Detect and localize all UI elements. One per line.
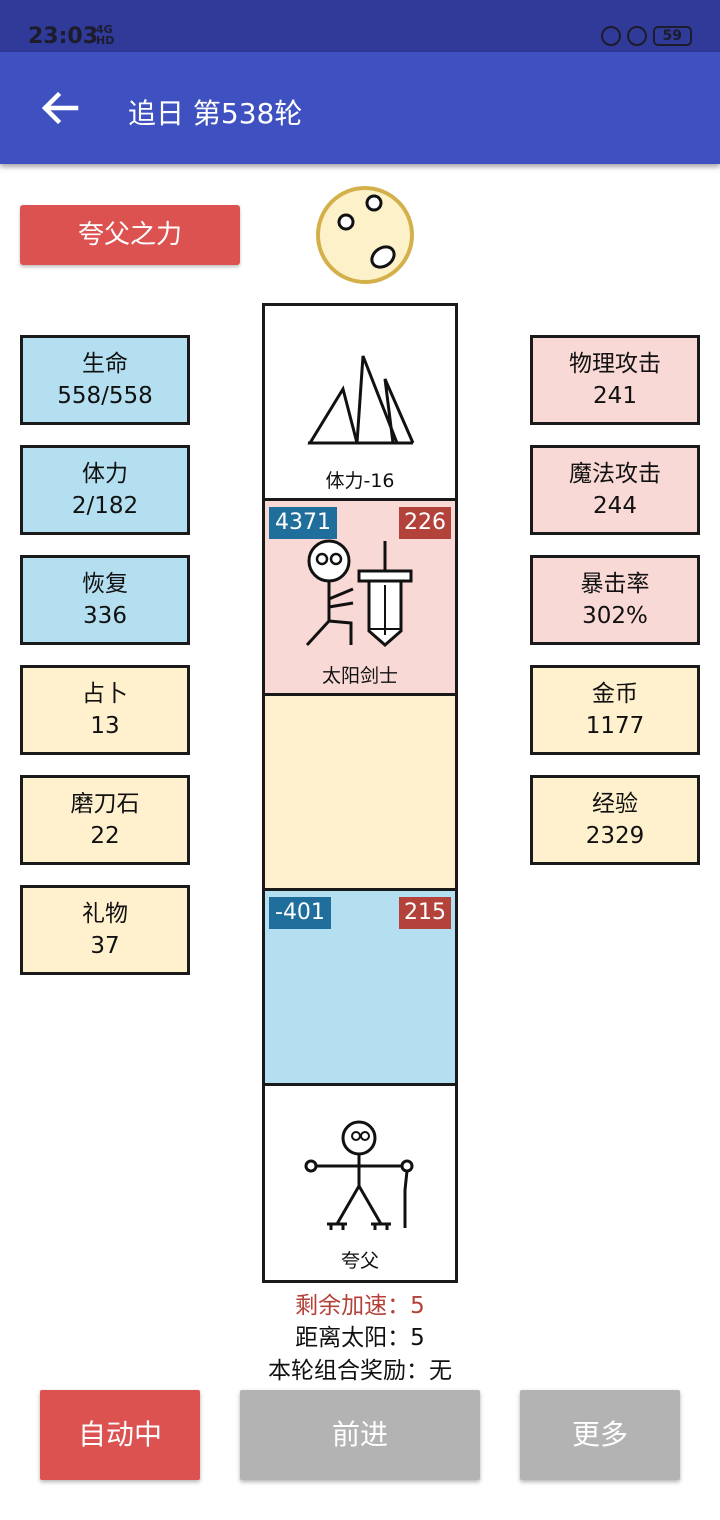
stat-label: 磨刀石 bbox=[70, 791, 140, 817]
block-value-badge: -401 bbox=[269, 897, 331, 929]
board-cell-block[interactable]: -401 215 bbox=[265, 891, 455, 1086]
stat-value: 2/182 bbox=[71, 493, 139, 519]
stat-magic-attack: 魔法攻击 244 bbox=[530, 445, 700, 535]
auto-button[interactable]: 自动中 bbox=[40, 1390, 200, 1480]
stat-value: 1177 bbox=[585, 713, 645, 739]
sun-face bbox=[337, 194, 396, 269]
mountain-icon bbox=[307, 355, 415, 445]
stat-label: 经验 bbox=[592, 791, 638, 817]
stat-gold: 金币 1177 bbox=[530, 665, 700, 755]
stat-label: 金币 bbox=[592, 681, 638, 707]
distance-to-sun-text: 距离太阳：5 bbox=[295, 1325, 425, 1351]
stat-value: 244 bbox=[593, 493, 637, 519]
cell-label: 太阳剑士 bbox=[321, 665, 398, 687]
board-column: 体力-16 4371 226 太阳剑士 -401 215 bbox=[262, 303, 458, 1283]
cell-label: 体力-16 bbox=[325, 470, 395, 492]
stat-label: 魔法攻击 bbox=[569, 461, 661, 487]
status-time: 23:03 bbox=[28, 24, 99, 49]
kuafu-power-button[interactable]: 夸父之力 bbox=[20, 205, 240, 265]
stat-stamina: 体力 2/182 bbox=[20, 445, 190, 535]
stat-label: 体力 bbox=[82, 461, 128, 487]
stat-experience: 经验 2329 bbox=[530, 775, 700, 865]
status-bar: 23:03 4G HD 59 bbox=[0, 0, 720, 52]
stat-physical-attack: 物理攻击 241 bbox=[530, 335, 700, 425]
stat-value: 558/558 bbox=[57, 383, 153, 409]
stat-label: 礼物 bbox=[82, 901, 128, 927]
sun-swordsman-icon bbox=[305, 539, 413, 647]
kuafu-stickman-icon bbox=[304, 1120, 414, 1230]
network-hd: HD bbox=[96, 34, 115, 47]
status-icons: 59 bbox=[600, 26, 692, 46]
block-attack-badge: 215 bbox=[399, 897, 451, 929]
battery-icon: 59 bbox=[652, 26, 692, 46]
enemy-attack-badge: 226 bbox=[399, 507, 451, 539]
board-cell-player[interactable]: 夸父 bbox=[265, 1086, 455, 1280]
stat-value: 37 bbox=[90, 933, 120, 959]
stat-label: 占卜 bbox=[82, 681, 128, 707]
stat-label: 生命 bbox=[82, 351, 128, 377]
app-bar: 追日 第538轮 bbox=[0, 52, 720, 164]
arrow-left-icon[interactable] bbox=[40, 90, 80, 126]
stat-label: 物理攻击 bbox=[569, 351, 661, 377]
stat-label: 暴击率 bbox=[580, 571, 650, 597]
remaining-boost-text: 剩余加速：5 bbox=[295, 1293, 425, 1319]
board-cell-enemy[interactable]: 4371 226 太阳剑士 bbox=[265, 501, 455, 696]
alarm-icon bbox=[626, 26, 647, 46]
stat-whetstone[interactable]: 磨刀石 22 bbox=[20, 775, 190, 865]
stat-value: 302% bbox=[582, 603, 648, 629]
stat-gift[interactable]: 礼物 37 bbox=[20, 885, 190, 975]
combo-reward-text: 本轮组合奖励：无 bbox=[268, 1358, 452, 1384]
network-type: 4G bbox=[96, 23, 113, 36]
enemy-hp-badge: 4371 bbox=[269, 507, 337, 539]
stat-divination[interactable]: 占卜 13 bbox=[20, 665, 190, 755]
stat-recovery: 恢复 336 bbox=[20, 555, 190, 645]
more-button[interactable]: 更多 bbox=[520, 1390, 680, 1480]
signal-icon: 4G HD bbox=[96, 24, 114, 46]
stat-value: 13 bbox=[90, 713, 120, 739]
lock-rotation-icon bbox=[600, 26, 621, 46]
board-cell-empty[interactable] bbox=[265, 696, 455, 891]
stat-crit-rate: 暴击率 302% bbox=[530, 555, 700, 645]
cell-label: 夸父 bbox=[340, 1250, 379, 1272]
stat-value: 22 bbox=[90, 823, 120, 849]
stat-value: 2329 bbox=[585, 823, 645, 849]
stat-label: 恢复 bbox=[82, 571, 128, 597]
forward-button[interactable]: 前进 bbox=[240, 1390, 480, 1480]
stat-life: 生命 558/558 bbox=[20, 335, 190, 425]
board-cell-mountain[interactable]: 体力-16 bbox=[265, 306, 455, 501]
page-title: 追日 第538轮 bbox=[128, 97, 303, 130]
sun-icon[interactable] bbox=[316, 186, 414, 284]
stat-value: 336 bbox=[83, 603, 127, 629]
stat-value: 241 bbox=[593, 383, 637, 409]
